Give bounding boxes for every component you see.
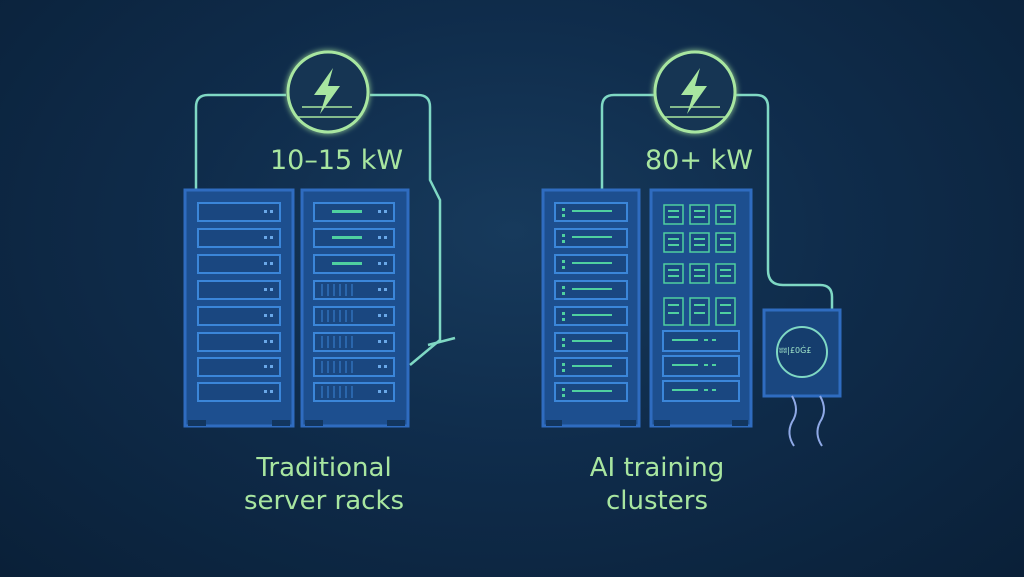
lightning-bolt-icon: [314, 68, 340, 114]
right-caption-line2: clusters: [606, 485, 708, 516]
left-power-wires: [194, 93, 456, 366]
right-power-wires: [600, 93, 834, 310]
power-unit-box: [762, 308, 842, 447]
right-caption-line1: AI training: [589, 453, 725, 483]
left-power-value: 10–15 kW: [270, 145, 404, 176]
left-caption-line1: Traditional: [256, 453, 392, 483]
left-caption: Traditional server racks: [194, 452, 454, 517]
server-rack-traditional-1: [183, 188, 295, 428]
gpu-modules: [663, 204, 736, 326]
left-caption-line2: server racks: [243, 485, 405, 516]
lightning-bolt-icon: [681, 68, 707, 114]
rack-1-units: [197, 202, 281, 402]
right-power-circle: [653, 50, 737, 134]
right-power-value: 80+ kW: [645, 145, 753, 176]
server-rack-traditional-2: [300, 188, 410, 428]
right-caption: AI training clusters: [527, 452, 787, 517]
left-power-circle: [286, 50, 370, 134]
server-rack-ai-1: [541, 188, 641, 428]
power-unit-label: ʬʬ|£0Ġ£: [779, 346, 812, 355]
server-rack-ai-2: [649, 188, 753, 428]
